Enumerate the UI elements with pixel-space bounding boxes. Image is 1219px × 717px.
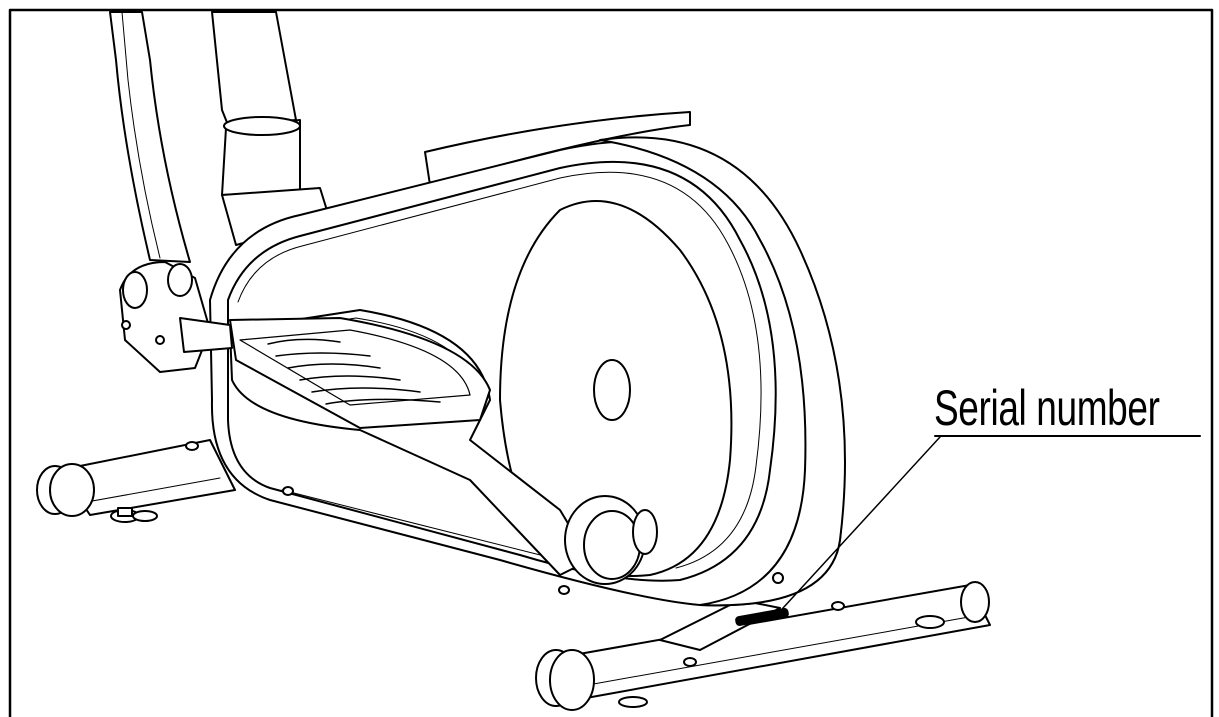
serial-number-label: Serial number (934, 380, 1160, 436)
pivot-linkage (119, 261, 233, 373)
figure-frame (8, 8, 1214, 717)
serial-number-leader (771, 435, 1201, 621)
foot-pedal (229, 317, 491, 429)
handlebar-arm (109, 11, 331, 263)
flywheel-disc (499, 200, 733, 577)
rear-stabilizer (535, 581, 991, 711)
front-stabilizer (36, 439, 236, 523)
